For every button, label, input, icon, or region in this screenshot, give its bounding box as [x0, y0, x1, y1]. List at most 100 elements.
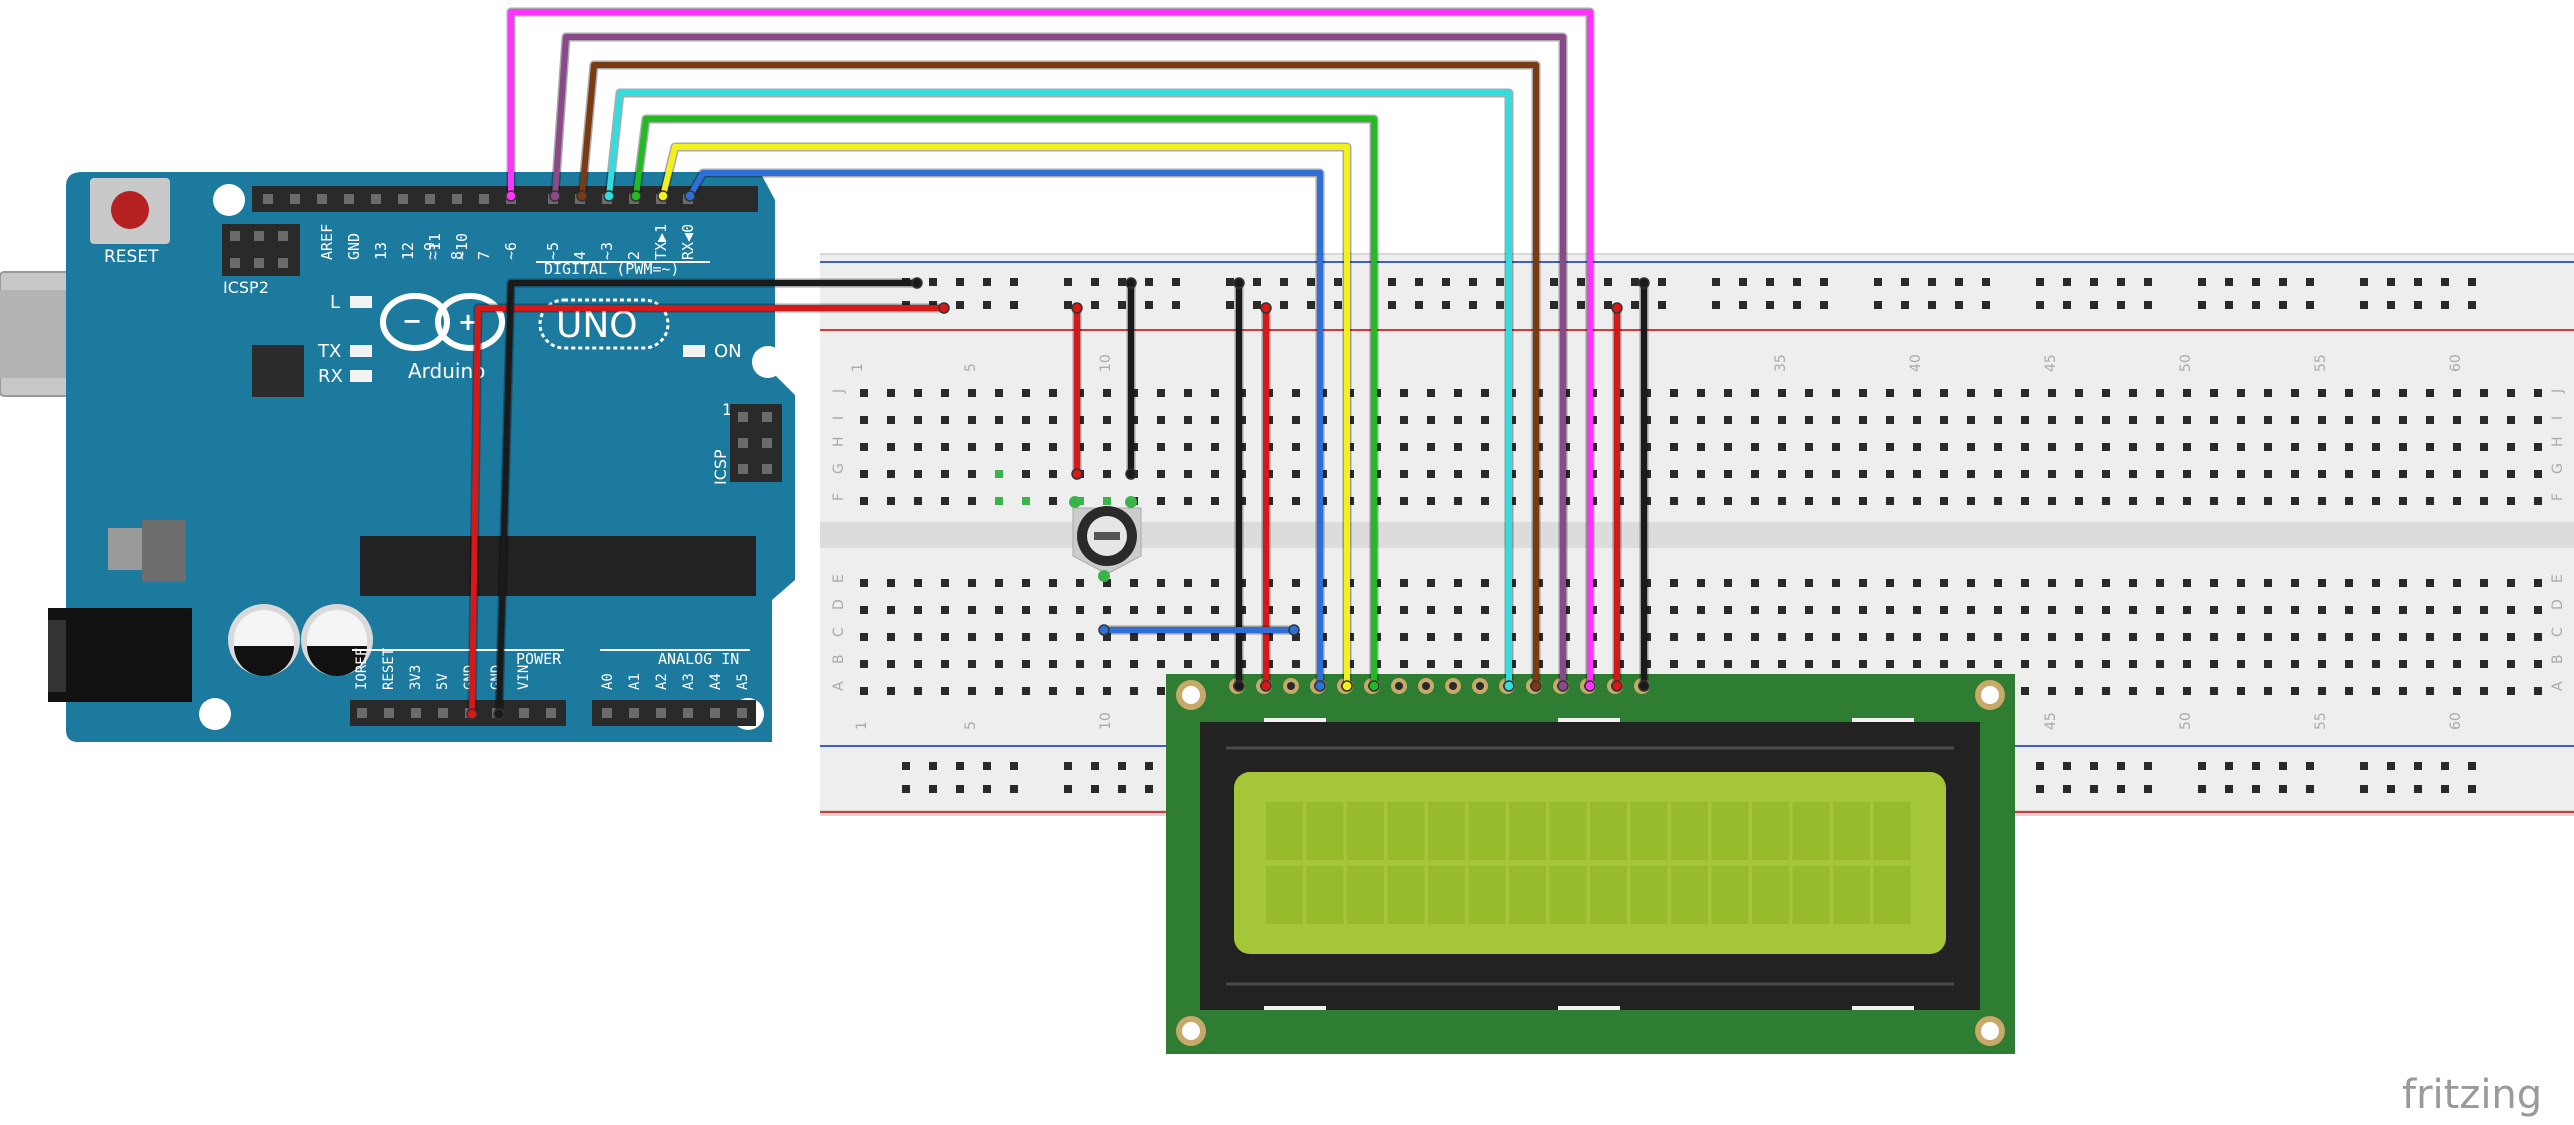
lcd-char-cell: [1266, 802, 1303, 860]
breadboard-hole: [1157, 633, 1165, 641]
power-pin-label: IOREF: [354, 648, 370, 690]
lcd-char-cell: [1306, 866, 1344, 924]
breadboard-hole: [1967, 633, 1975, 641]
rail-hole: [1874, 301, 1882, 309]
lcd-char-cell: [1590, 802, 1627, 860]
column-number: 55: [2313, 712, 2329, 730]
row-letter: H: [2550, 436, 2566, 447]
row-letter: J: [831, 389, 847, 394]
breadboard-hole: [1454, 389, 1462, 397]
header-pin: [263, 194, 273, 204]
breadboard-hole: [2210, 389, 2218, 397]
analog-label: ANALOG IN: [658, 650, 739, 668]
rail-hole: [1901, 278, 1909, 286]
breadboard-hole: [1805, 389, 1813, 397]
breadboard-hole: [1886, 660, 1894, 668]
breadboard-hole: [1292, 606, 1300, 614]
led-l-label: L: [330, 292, 340, 313]
potentiometer-slot: [1094, 532, 1120, 540]
breadboard-hole: [2210, 443, 2218, 451]
led-l: [350, 296, 372, 308]
breadboard-hole: [2237, 416, 2245, 424]
breadboard-hole: [1724, 606, 1732, 614]
breadboard-hole: [2534, 470, 2542, 478]
breadboard-hole: [1697, 660, 1705, 668]
breadboard-hole: [1778, 416, 1786, 424]
header-pin: [452, 194, 462, 204]
lcd-char-cell: [1428, 802, 1465, 860]
rail-hole: [2252, 278, 2260, 286]
breadboard-hole: [995, 633, 1003, 641]
breadboard-hole: [2426, 389, 2434, 397]
lcd-character-cells: [1266, 802, 1911, 924]
breadboard-hole: [2237, 633, 2245, 641]
breadboard-hole: [1886, 389, 1894, 397]
rail-hole: [2468, 301, 2476, 309]
breadboard-hole: [2075, 579, 2083, 587]
breadboard-hole: [2507, 687, 2515, 695]
led-tx-label: TX: [317, 341, 341, 362]
breadboard-hole: [2507, 497, 2515, 505]
breadboard-hole: [2399, 606, 2407, 614]
breadboard-hole: [860, 633, 868, 641]
digital-header: [252, 186, 758, 212]
breadboard-hole: [2021, 660, 2029, 668]
breadboard-hole: [1940, 633, 1948, 641]
breadboard-hole: [1778, 606, 1786, 614]
lcd-pin-hole: [1449, 682, 1457, 690]
rail-hole: [1928, 301, 1936, 309]
wire-pin5-cyan: [606, 90, 1512, 686]
lcd-char-cell: [1468, 866, 1506, 924]
breadboard-hole: [1913, 633, 1921, 641]
column-number: 60: [2448, 354, 2464, 372]
breadboard-hole: [2210, 606, 2218, 614]
breadboard-hole: [2507, 470, 2515, 478]
breadboard-hole: [1076, 660, 1084, 668]
rail-hole: [2279, 301, 2287, 309]
row-letter: A: [831, 681, 847, 691]
rail-hole: [1064, 301, 1072, 309]
rail-hole: [1064, 785, 1072, 793]
capacitor: [301, 604, 373, 676]
breadboard-hole: [1454, 443, 1462, 451]
digital-pin-label: 7: [475, 251, 493, 260]
breadboard-hole: [2453, 660, 2461, 668]
rail-hole: [2063, 278, 2071, 286]
breadboard-hole: [887, 416, 895, 424]
breadboard-hole: [2156, 687, 2164, 695]
rail-hole: [2360, 762, 2368, 770]
rail-hole: [2090, 762, 2098, 770]
breadboard-hole: [2507, 606, 2515, 614]
breadboard-hole: [2021, 633, 2029, 641]
digital-pin-label: ~10: [453, 233, 471, 260]
breadboard-hole: [2507, 579, 2515, 587]
breadboard-hole: [1400, 416, 1408, 424]
wire-pin6-brown-end: [576, 190, 588, 202]
lcd-screen: [1234, 772, 1946, 954]
breadboard-hole: [1427, 443, 1435, 451]
analog-pin-label: A2: [654, 673, 670, 690]
breadboard-hole: [2507, 389, 2515, 397]
breadboard-hole: [1130, 687, 1138, 695]
mounting-hole: [199, 698, 231, 730]
breadboard-hole: [2183, 497, 2191, 505]
breadboard-hole: [2102, 606, 2110, 614]
breadboard-hole: [2399, 660, 2407, 668]
header-pin: [317, 194, 327, 204]
reset-button[interactable]: [111, 191, 149, 229]
breadboard-hole: [1967, 416, 1975, 424]
breadboard-hole: [1454, 579, 1462, 587]
breadboard-hole: [1076, 687, 1084, 695]
breadboard-hole: [1103, 416, 1111, 424]
breadboard-hole: [1994, 660, 2002, 668]
column-number: 5: [963, 721, 979, 730]
breadboard-hole: [2264, 606, 2272, 614]
rail-hole: [1739, 301, 1747, 309]
digital-pin-label: ~6: [502, 242, 520, 260]
breadboard-hole: [1049, 687, 1057, 695]
digital-pin-label: RX◀0: [679, 224, 697, 260]
rail-hole: [2387, 785, 2395, 793]
wire-pin7-purple: [552, 34, 1566, 686]
breadboard-hole: [2426, 633, 2434, 641]
breadboard-hole: [1670, 606, 1678, 614]
